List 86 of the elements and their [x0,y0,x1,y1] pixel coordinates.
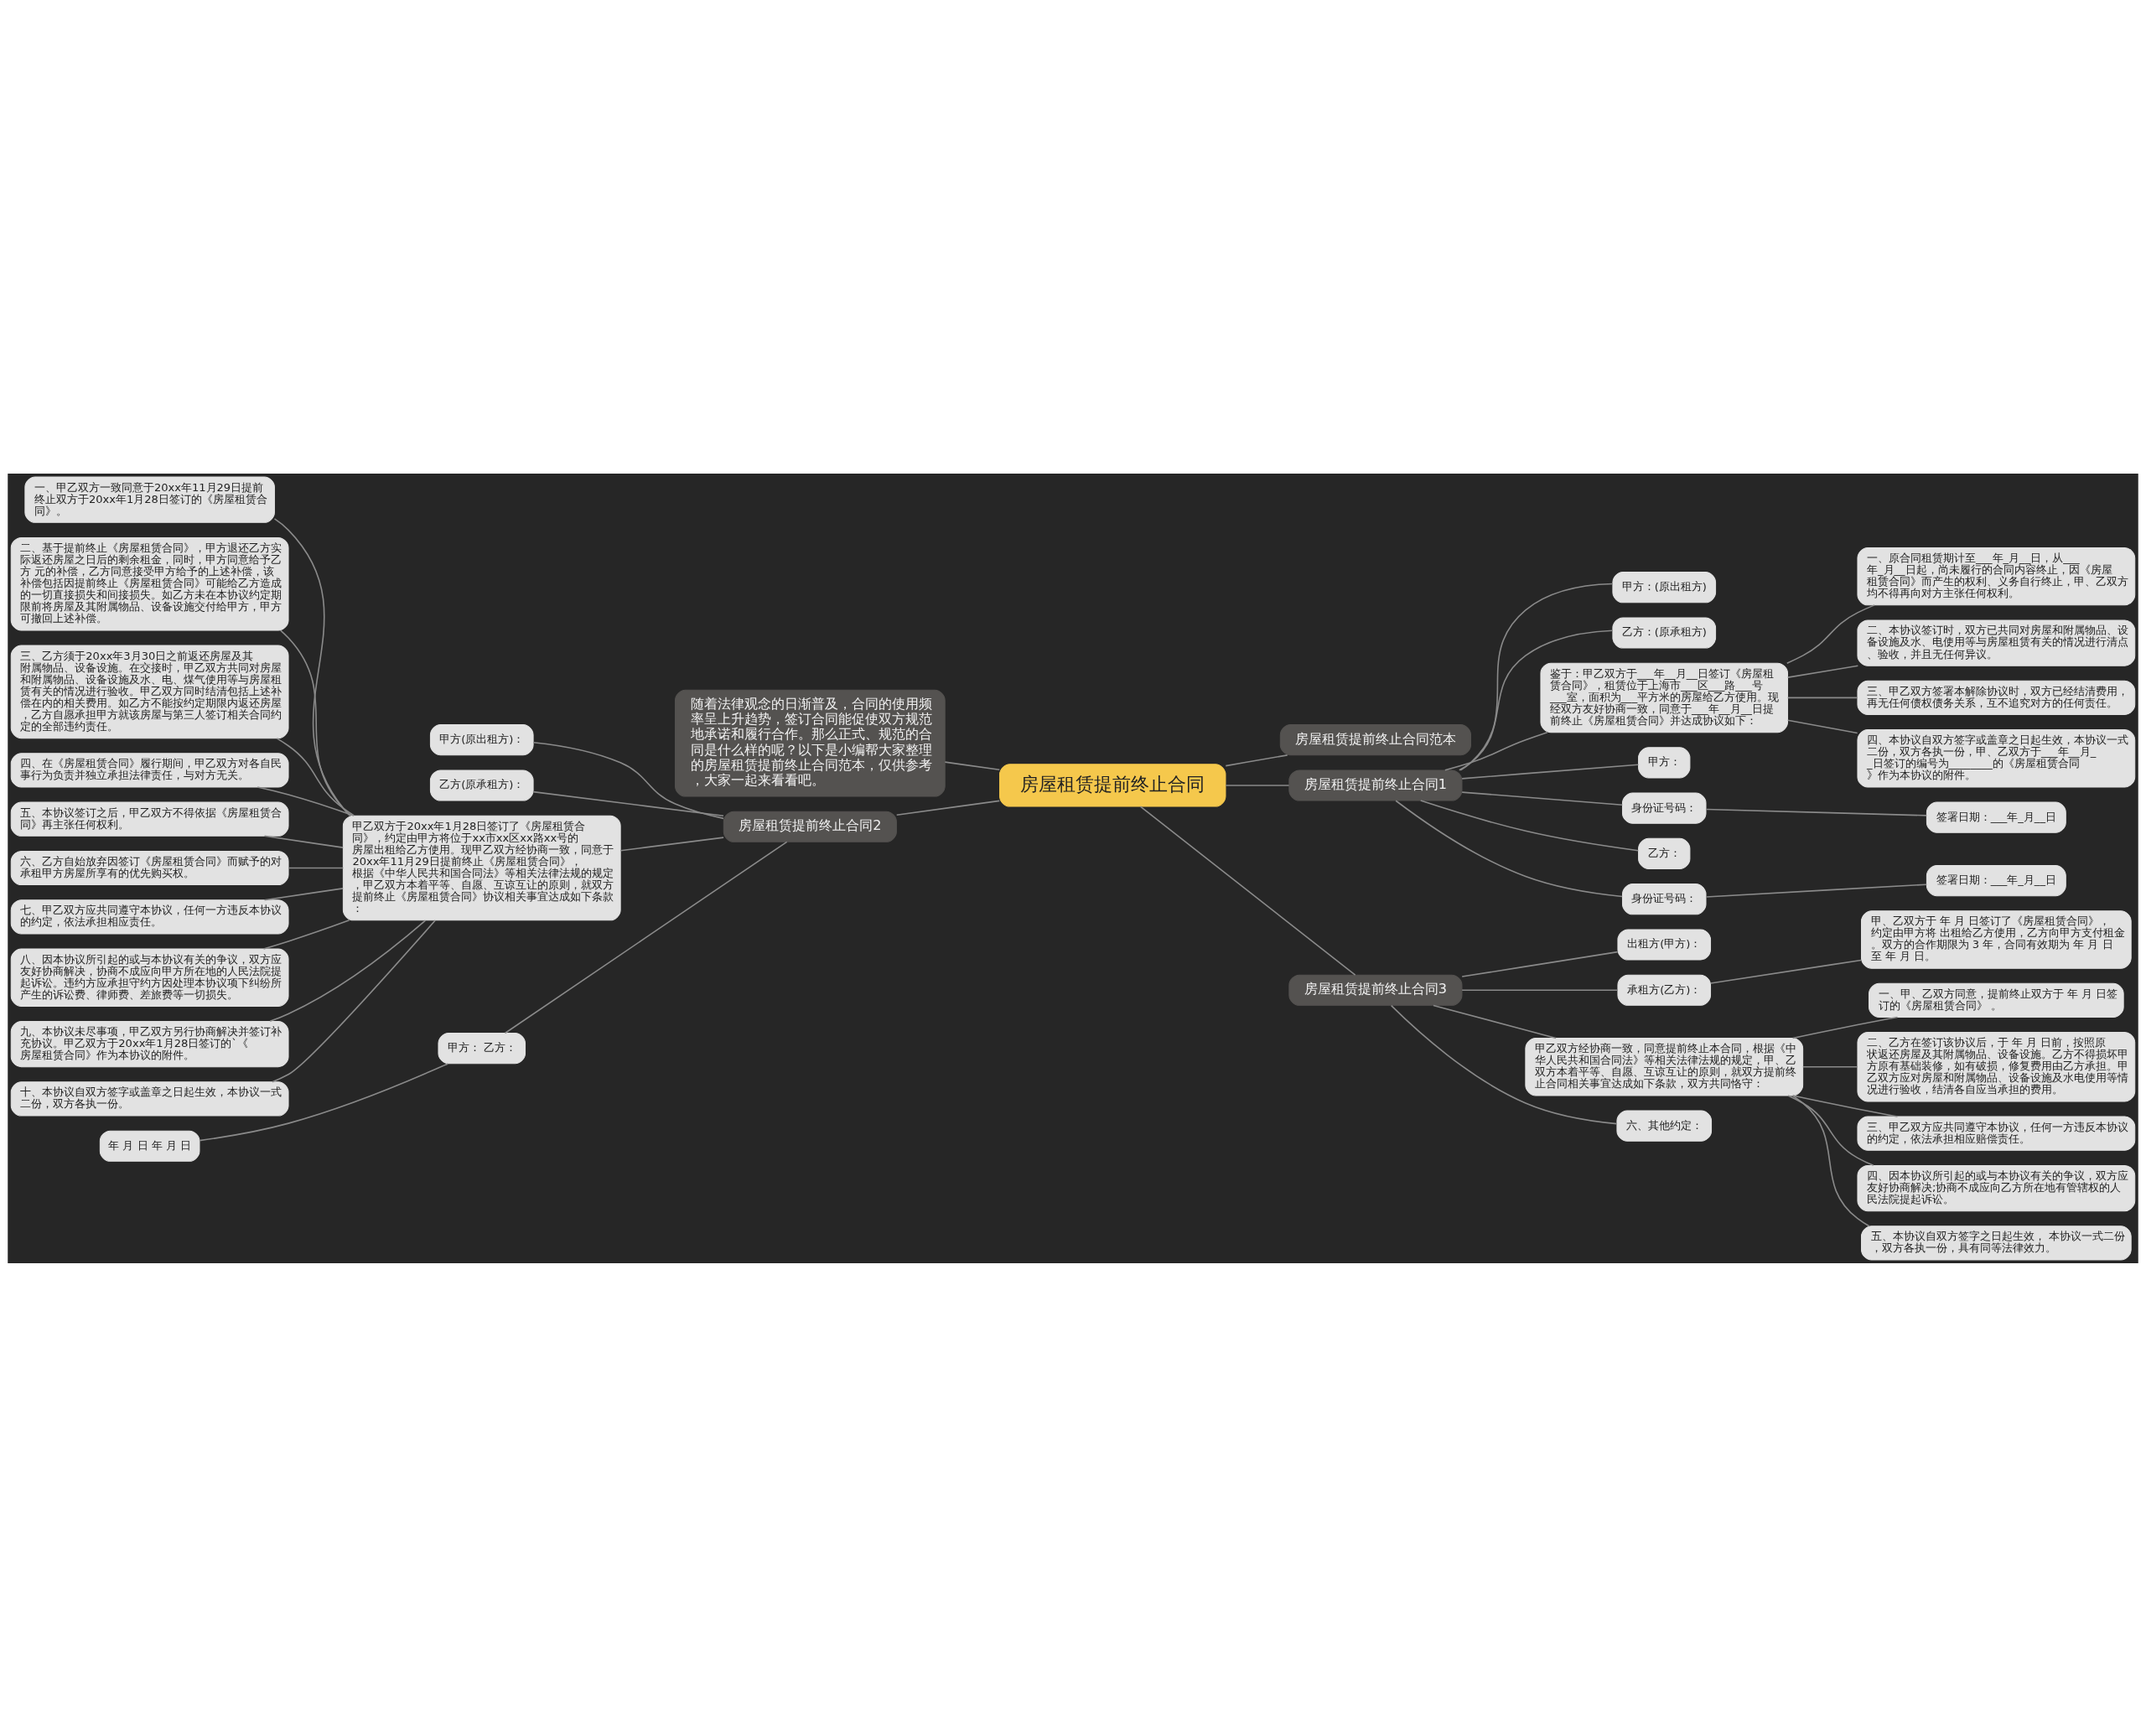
node-box: 一、原合同租赁期计至___年_月__日，从___年_月__日起，尚未履行的合同内容终止，因《房屋租赁合同》而产生的权利、义务自行终止，甲、乙双方均不得再向对方主张任何权利。 [1857,547,2136,605]
node-box: 出租方(甲方)： [1617,928,1712,961]
node-box: 六、其他约定： [1616,1110,1713,1142]
node-box: 三、乙方须于20xx年3月30日之前返还房屋及其附属物品、设备设施。在交接时，甲乙双方共同对房屋和附属物品、设备设施及水、电、煤气使用等与房屋租赁有关的情况进行验收。甲乙双方同时结清包括上述补偿在内的相关费用。如乙方不能按约定期限内返还房屋，乙方自愿承担甲方就该房屋与第三人签订相关合同约定的全部违约责任。 [10,645,289,738]
node-box: 八、因本协议所引起的或与本协议有关的争议，双方应友好协商解决，协商不成应向甲方所在地的人民法院提起诉讼。违约方应承担守约方因处理本协议项下纠纷所产生的诉讼费、律师费、差旅费等一切损失。 [10,948,289,1007]
connector [1461,763,1640,780]
node-box: 五、本协议签订之后，甲乙双方不得依据《房屋租赁合同》再主张任何权利。 [10,801,289,837]
node-box: 甲方： 乙方： [438,1032,526,1064]
connector [1225,784,1290,786]
node-box: 乙方(原承租方)： [429,769,534,801]
node-box: 甲、乙双方于 年 月 日签订了《房屋租赁合同》，约定由甲方将 出租给乙方使用，乙方向甲方支付租金。双方的合作期限为 3 年，合同有效期为 年 月 日至 年 月 日。 [1861,909,2132,969]
connector [1139,805,1356,976]
node-box: 一、甲、乙双方同意，提前终止双方于 年 月 日签订的《房屋租赁合同》 。 [1869,982,2124,1018]
connector [1390,1004,1618,1124]
node-box: 六、乙方自始放弃因签订《房屋租赁合同》而赋予的对承租甲方房屋所享有的优先购买权。 [10,850,289,885]
connector [619,836,724,851]
connector [262,919,350,950]
connector [1786,697,1858,698]
connector [1786,604,1875,664]
node-box: 二、乙方在签订该协议后，于 年 月 日前，按照原状返还房屋及其附属物品、设备设施。乙方不得损坏甲方原有基础装修，如有破损，修复费用由乙方承担。甲乙双方应对房屋和附属物品、设备设施及水电使用等情况进行验收，结清各自应当承担的费用。 [1857,1031,2136,1101]
node-box: 五、本协议自双方签字之日起生效， 本协议一式二份，双方各执一份，具有同等法律效力。 [1861,1225,2132,1260]
connector [1461,790,1624,806]
node-box: 九、本协议未尽事项，甲乙双方另行协商解决并签订补充协议。甲乙双方于20xx年1月28日签订的`《房屋租赁合同》作为本协议的附件。 [10,1020,289,1067]
node-box: 身份证号码： [1621,883,1707,915]
node-box: 甲乙双方于20xx年1月28日签订了《房屋租赁合同》，约定由甲方将位于xx市xx区xx路xx号的房屋出租给乙方使用。现甲乙双方经协商一致，同意于20xx年11月29日提前终止《房屋租赁合同》，根据《中华人民共和国合同法》等相关法律法规的规定，甲乙双方本着平等、自愿、互谅互让的原则，就双方提前终止《房屋租赁合同》协议相关事宜达成如下条款： [342,815,621,920]
connector [504,841,788,1034]
connector [532,790,724,816]
connector [1705,883,1928,898]
connector [1461,951,1619,977]
node-box: 二、本协议签订时，双方已共同对房屋和附属物品、设备设施及水、电使用等与房屋租赁有关的情况进行清点、验收，并且无任何异议。 [1857,619,2136,666]
connector [1459,583,1614,771]
connector [532,741,724,819]
connector [1787,1094,1874,1166]
connector [1419,799,1640,851]
node-box: 四、在《房屋租赁合同》履行期间，甲乙双方对各自民事行为负责并独立承担法律责任，与对方无关。 [10,752,289,787]
connector [288,867,345,868]
node-box: 十、本协议自双方签字或盖章之日起生效，本协议一式二份，双方各执一份。 [10,1080,289,1117]
connector [257,785,355,816]
connector [1225,754,1288,766]
node-box: 乙方： [1638,837,1691,869]
node-box: 甲乙双方经协商一致，同意提前终止本合同，根据《中华人民共和国合同法》等相关法律法规的规定，甲、乙双方本着平等、自愿、互谅互让的原则，就双方提前终止合同相关事宜达成如下条款，双方共同恪守： [1525,1037,1804,1096]
connector [1395,799,1623,897]
node-box: 年 月 日 年 月 日 [99,1130,200,1162]
connector [1433,1004,1557,1039]
connector [895,800,1001,816]
node-box: 甲方： [1638,746,1691,778]
connector [944,760,1001,770]
node-box: 乙方：(原承租方) [1612,616,1717,649]
node-box: 房屋租赁提前终止合同范本 [1279,723,1472,755]
connector [1786,664,1859,678]
node-box: 签署日期：___年_月__日 [1926,864,2066,896]
connector [273,517,350,816]
node-box: 房屋租赁提前终止合同3 [1288,974,1463,1006]
connector [1791,1094,1870,1227]
connector [1459,629,1614,771]
connector [1461,988,1619,991]
connector [263,887,344,900]
node-box: 承租方(乙方)： [1617,974,1712,1006]
node-box: 四、因本协议所引起的或与本协议有关的争议，双方应友好协商解决;协商不成应向乙方所在地有管辖权的人民法院提起诉讼。 [1857,1164,2136,1211]
connector [1444,731,1548,771]
node-box: 三、甲乙双方应共同遵守本协议，任何一方违反本协议的约定，依法承担相应赔偿责任。 [1857,1116,2136,1151]
node-box: 甲方(原出租方)： [429,723,534,755]
connector [276,737,355,816]
connector [269,919,427,1022]
connector [1709,959,1863,984]
node-box: 鉴于：甲乙双方于___年__月__日签订《房屋租赁合同》，租赁位于上海市___区___路___号___室，面积为___平方米的房屋给乙方使用。现经双方友好协商一致，同意于___年__月__日提前终止《房屋租赁合同》并达成协议如下： [1540,662,1789,733]
node-box: 房屋租赁提前终止合同2 [723,811,897,842]
connector [1786,719,1858,733]
node-box: 二、基于提前终止《房屋租赁合同》，甲方退还乙方实际返还房屋之日后的剩余租金，同时，甲方同意给予乙方 元的补偿，乙方同意接受甲方给予的上述补偿，该补偿包括因提前终止《房屋租赁合同》可能给乙方造成的一切直接损失和间接损失。如乙方未在本协议约定期限前将房屋及其附属物品、设备设施交付给甲方，甲方可撤回上述补偿。 [10,536,289,630]
node-box: 甲方：(原出租方) [1612,571,1717,603]
node-box: 随着法律观念的日渐普及，合同的使用频率呈上升趋势，签订合同能促使双方规范地承诺和履行合作。那么正式、规范的合同是什么样的呢？以下是小编帮大家整理的房屋租赁提前终止合同范本，仅供参考，大家一起来看看吧。 [674,689,946,797]
node-box: 房屋租赁提前终止合同 [999,763,1226,807]
node-box: 三、甲乙双方签署本解除协议时，双方已经结清费用，再无任何债权债务关系，互不追究对方的任何责任。 [1857,680,2136,715]
connector [263,835,344,848]
node-box: 房屋租赁提前终止合同1 [1288,769,1463,801]
connector [1705,808,1928,816]
connector [199,1062,449,1141]
node-box: 四、本协议自双方签字或盖章之日起生效，本协议一式二份，双方各执一份，甲、乙双方于___年__月__日签订的编号为________的《房屋租赁合同》作为本协议的附件。 [1857,728,2136,787]
node-box: 身份证号码： [1621,792,1707,824]
connector [1802,1065,1858,1068]
connector [272,919,436,1082]
node-box: 一、甲乙双方一致同意于20xx年11月29日提前终止双方于20xx年1月28日签订的《房屋租赁合同》。 [24,476,275,523]
node-box: 签署日期：___年_月__日 [1926,801,2066,833]
node-box: 七、甲乙双方应共同遵守本协议，任何一方违反本协议的约定，依法承担相应责任。 [10,899,289,934]
connector [279,629,352,816]
connector [1791,1016,1899,1039]
